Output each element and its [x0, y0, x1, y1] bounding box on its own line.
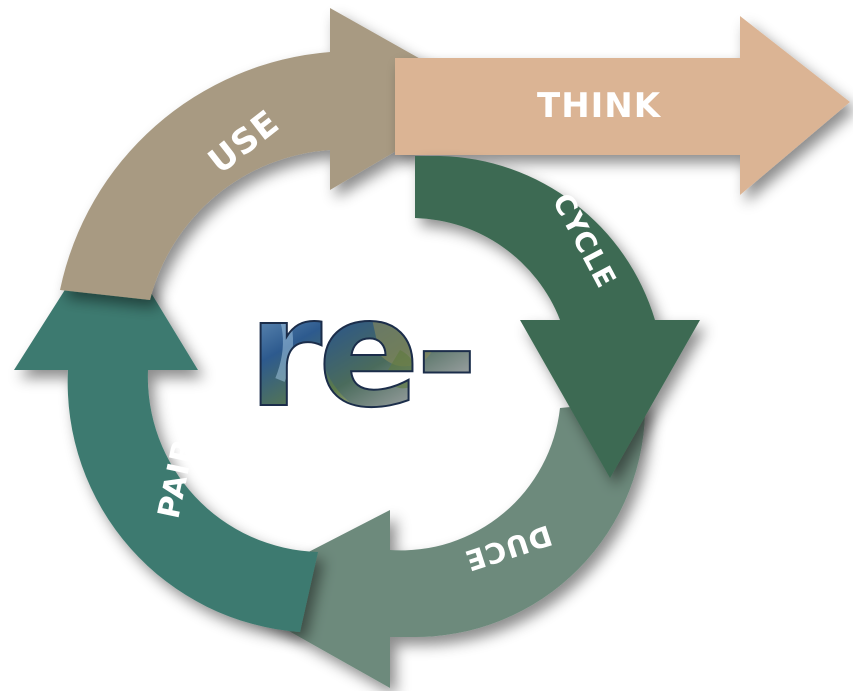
center-logo: re-: [247, 266, 479, 442]
center-label: re-: [248, 267, 474, 441]
think-arrow: [395, 16, 850, 195]
cycle-arrow: [415, 156, 700, 478]
duce-arrow: [225, 400, 646, 688]
pair-arrow: [14, 222, 318, 632]
think-label: THINK: [537, 86, 662, 126]
use-arrow: [60, 8, 488, 300]
